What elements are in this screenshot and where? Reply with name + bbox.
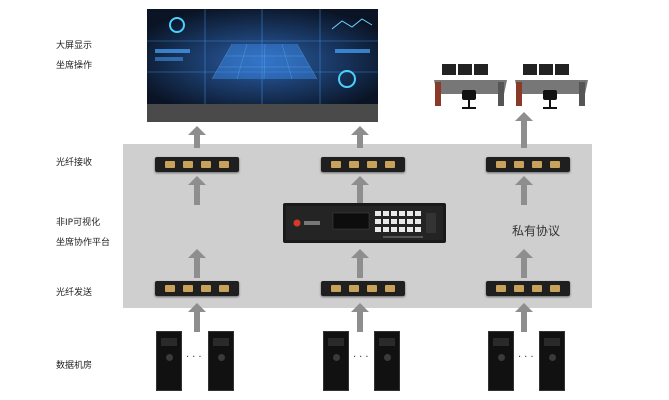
arrow-up-icon <box>188 126 206 148</box>
arrow-up-icon <box>515 303 533 332</box>
fiber-send-label: 光纤发送 <box>56 288 93 298</box>
fiber-receive-label: 光纤接收 <box>56 158 93 168</box>
server-rack-icon <box>323 331 349 391</box>
arrow-up-icon <box>188 176 206 205</box>
arrow-up-icon <box>515 176 533 205</box>
server-rack-icon <box>488 331 514 391</box>
receiver-icon <box>155 157 239 172</box>
matrix-switch-icon <box>283 203 446 243</box>
transmitter-icon <box>321 281 405 296</box>
receiver-icon <box>486 157 570 172</box>
control-desk-icon <box>432 62 509 110</box>
server-rack-icon <box>374 331 400 391</box>
ellipsis-icon: ··· <box>186 352 205 363</box>
video-wall-icon <box>147 9 378 122</box>
screen-label: 大屏显示 <box>56 41 93 51</box>
private-protocol-label: 私有协议 <box>512 224 561 238</box>
transmitter-icon <box>486 281 570 296</box>
server-rack-icon <box>208 331 234 391</box>
arrow-up-icon <box>351 249 369 278</box>
ellipsis-icon: ··· <box>353 352 372 363</box>
arrow-up-icon <box>351 303 369 332</box>
platform-label-2: 坐席协作平台 <box>56 238 111 248</box>
arrow-up-icon <box>515 112 533 148</box>
platform-label-1: 非IP可视化 <box>56 218 101 228</box>
receiver-icon <box>321 157 405 172</box>
arrow-up-icon <box>188 249 206 278</box>
arrow-up-icon <box>351 176 369 205</box>
data-room-label: 数据机房 <box>56 361 93 371</box>
server-rack-icon <box>539 331 565 391</box>
ellipsis-icon: ··· <box>518 352 537 363</box>
transmitter-icon <box>155 281 239 296</box>
arrow-up-icon <box>351 126 369 148</box>
operation-label: 坐席操作 <box>56 61 93 71</box>
arrow-up-icon <box>515 249 533 278</box>
arrow-up-icon <box>188 303 206 332</box>
server-rack-icon <box>156 331 182 391</box>
control-desk-icon <box>513 62 590 110</box>
